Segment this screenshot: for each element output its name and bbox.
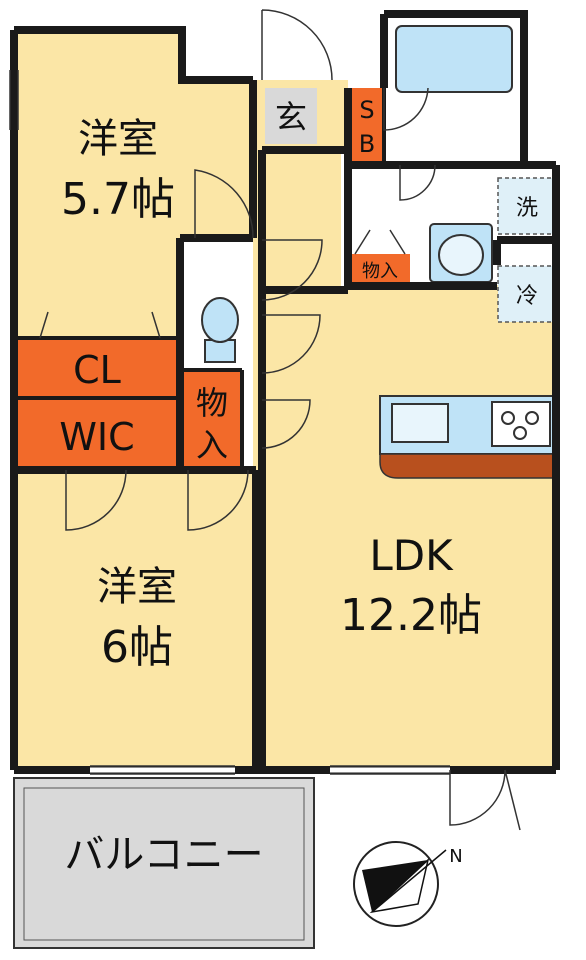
shoe-box-label-s: S <box>359 96 374 124</box>
thin-walls <box>14 88 386 470</box>
western-room-2-name: 洋室 <box>97 564 177 610</box>
wic-label: WIC <box>59 415 134 459</box>
shoe-box-label-b: B <box>359 130 375 158</box>
fridge-label: 冷 <box>516 284 538 309</box>
washer-space <box>497 177 557 235</box>
washer-label: 洗 <box>516 196 538 221</box>
storage-small-block <box>350 254 410 284</box>
ldk-name: LDK <box>369 531 454 580</box>
compass-needle-light <box>369 857 430 914</box>
storage-small-label: 物入 <box>362 261 398 282</box>
fridge-space <box>497 265 557 323</box>
bathtub <box>395 25 513 93</box>
western-room-1-size: 5.7帖 <box>61 174 175 225</box>
balcony-area <box>13 777 315 949</box>
burner-3 <box>513 426 527 440</box>
balcony-inner <box>23 787 305 941</box>
kitchen-counter-base <box>379 453 557 479</box>
balcony-label: バルコニー <box>64 832 263 878</box>
toilet-bowl <box>201 297 239 343</box>
compass-north-line <box>371 849 447 913</box>
toilet-tank <box>204 339 236 363</box>
western-room-1-name: 洋室 <box>78 116 158 162</box>
western-room-2-size: 6帖 <box>101 622 173 673</box>
closet-block <box>14 338 180 396</box>
door-swings <box>39 9 521 831</box>
storage-vertical-label-1: 物 <box>196 384 228 422</box>
burner-1 <box>501 411 515 425</box>
sink <box>391 403 449 443</box>
compass: N <box>353 841 463 927</box>
entrance-label: 玄 <box>275 98 307 136</box>
compass-needle-dark <box>362 860 428 912</box>
closet-label: CL <box>73 348 121 392</box>
window-frames <box>9 70 450 775</box>
burner-2 <box>525 411 539 425</box>
washbasin-bowl <box>438 234 484 276</box>
wic-block <box>14 399 180 467</box>
shoe-box-block <box>350 88 384 162</box>
western-room-2-area <box>14 470 254 770</box>
western-room-1-area <box>14 30 253 338</box>
ldk-size: 12.2帖 <box>340 590 482 641</box>
compass-north-label: N <box>449 846 462 867</box>
ldk-area <box>262 240 556 770</box>
storage-vertical-label-2: 入 <box>196 426 228 464</box>
entrance-tile <box>265 88 317 144</box>
storage-vertical-block <box>182 370 242 470</box>
